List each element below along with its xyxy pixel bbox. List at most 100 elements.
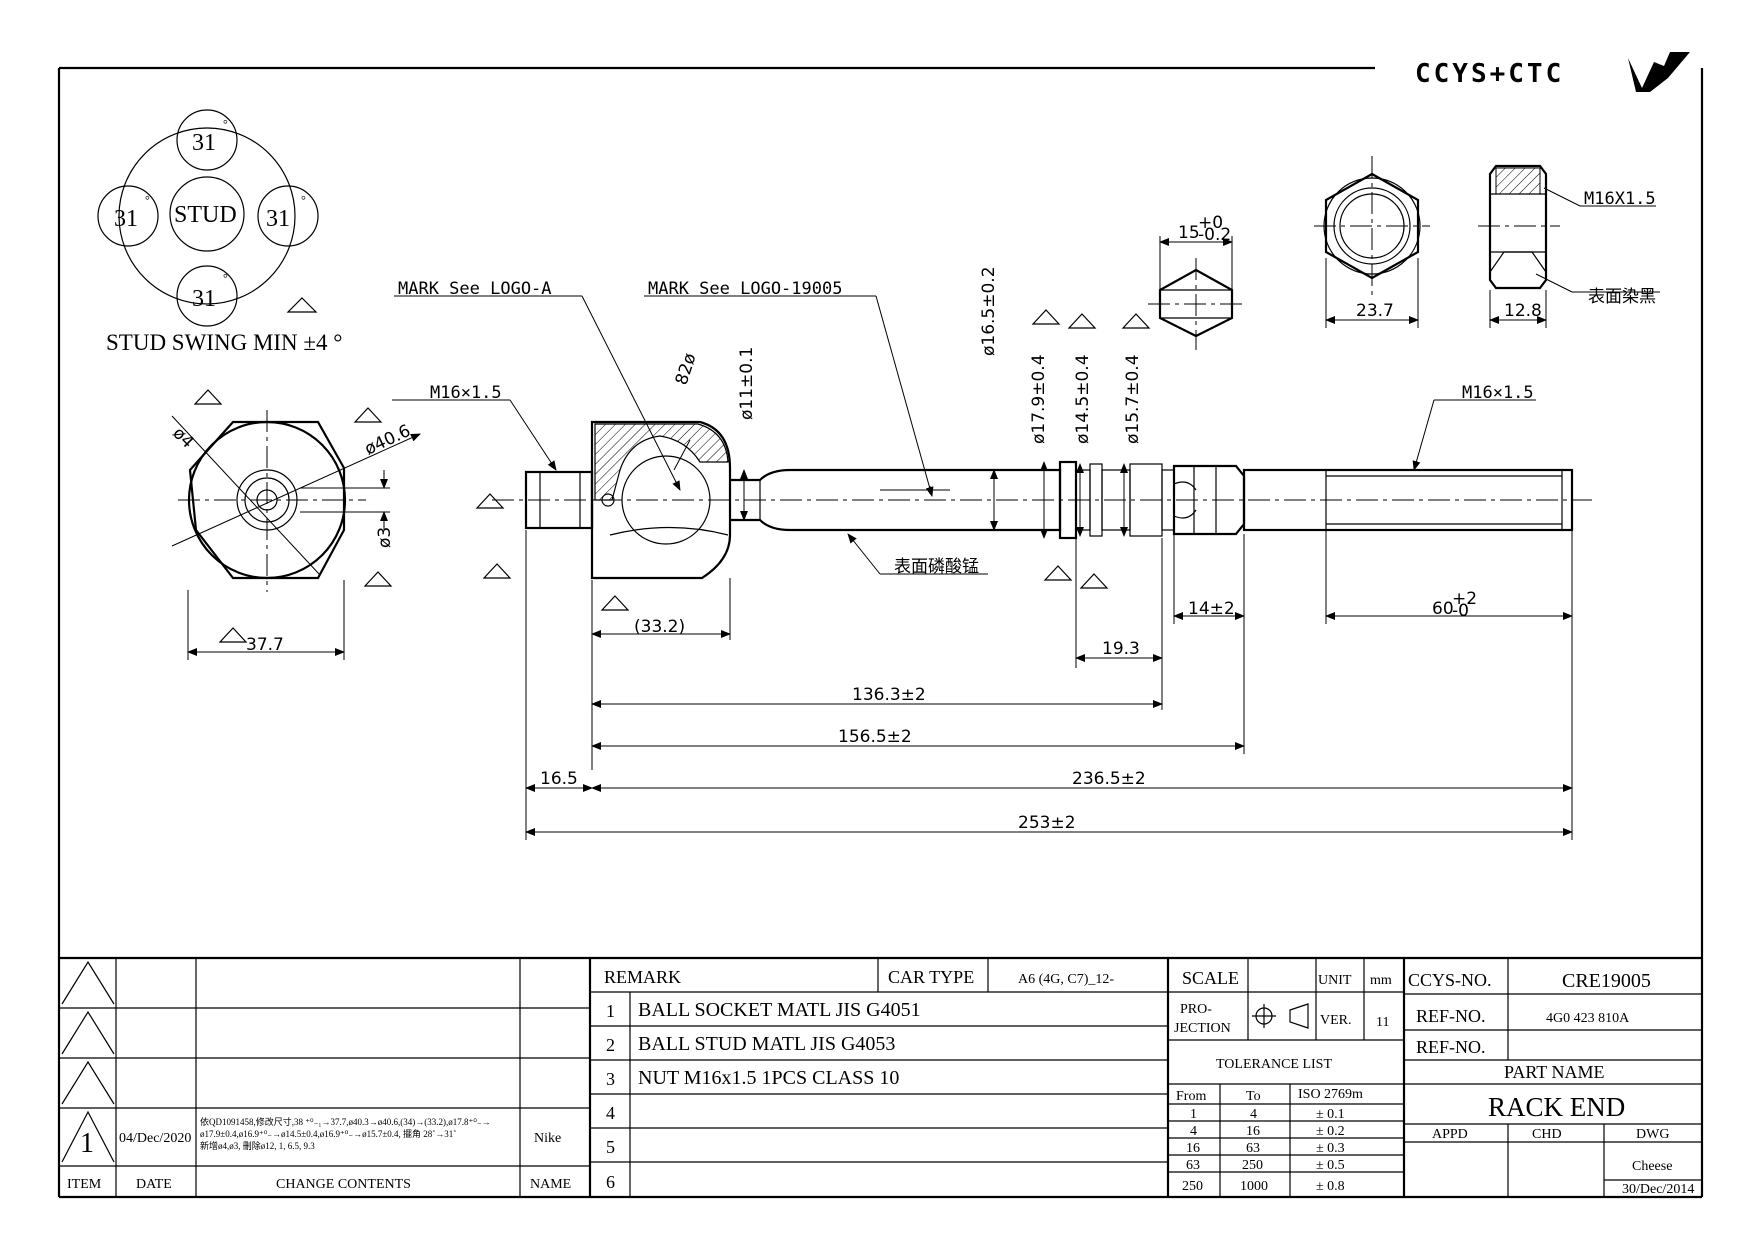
dim-l236-5: 236.5±2 (1072, 769, 1146, 789)
tol-cell: 63 (1246, 1141, 1260, 1156)
tol-cell: ± 0.3 (1316, 1141, 1345, 1156)
remark-row-text: NUT M16x1.5 1PCS CLASS 10 (638, 1067, 899, 1089)
hex-detail-view: 15 +0 -0.2 (1148, 213, 1244, 350)
tol-cell: 16 (1246, 1124, 1260, 1139)
remark-row: 6 (606, 1172, 615, 1192)
remark-row: 1 BALL SOCKET MATL JIS G4051 (606, 999, 921, 1021)
tol-cell: 4 (1250, 1107, 1257, 1122)
warning-triangle-icon (1067, 313, 1097, 329)
dwg-label: DWG (1636, 1127, 1669, 1142)
dim-d16-5: ø16.5±0.2 (979, 266, 999, 356)
dwg-date: 30/Dec/2014 (1622, 1182, 1694, 1197)
swing-angle-right: 31 (266, 206, 290, 232)
dim-l156-5: 156.5±2 (838, 727, 912, 747)
dim-width-37-7: 37.7 (246, 635, 284, 655)
thread-right-label: M16×1.5 (1462, 383, 1534, 403)
car-type-label: CAR TYPE (888, 967, 974, 987)
remark-row-text: BALL SOCKET MATL JIS G4051 (638, 999, 921, 1021)
part-info-block: CCYS-NO. CRE19005 REF-NO. 4G0 423 810A R… (1404, 958, 1702, 1197)
thread-left-label: M16×1.5 (430, 383, 502, 403)
brand-logo: CCYS+CTC (1415, 52, 1690, 92)
degree-mark: ° (223, 271, 228, 285)
dim-d3: ø3 (375, 527, 395, 548)
dim-l14: 14±2 (1188, 599, 1235, 619)
ver-value: 11 (1376, 1015, 1389, 1030)
dim-angle-15: 15 (1178, 223, 1200, 243)
warning-triangle-icon (600, 595, 630, 611)
tol-cell: 250 (1182, 1179, 1203, 1194)
ver-label: VER. (1320, 1013, 1352, 1028)
remark-label: REMARK (604, 967, 681, 987)
warning-triangle-icon (1043, 565, 1073, 581)
tol-cell: 16 (1186, 1141, 1200, 1156)
remark-row-num: 6 (606, 1172, 615, 1192)
remark-row: 3 NUT M16x1.5 1PCS CLASS 10 (606, 1067, 899, 1089)
rev-content-line: ø17.9±0.4,ø16.9⁺⁰₋→ø14.5±0.4,ø16.9⁺⁰₋→ø1… (200, 1128, 456, 1139)
stud-center-label: STUD (174, 202, 237, 228)
remark-row-text: BALL STUD MATL JIS G4053 (638, 1033, 895, 1055)
degree-mark: ° (223, 117, 228, 131)
stud-swing-caption: STUD SWING MIN ±4 ° (106, 330, 342, 355)
dim-nut-h: 12.8 (1504, 301, 1542, 321)
dim-l60-tol-dn: -0 (1452, 601, 1469, 621)
remark-row-num: 1 (606, 1001, 615, 1021)
surface-black-label: 表面染黑 (1588, 287, 1656, 307)
dim-l60: 60 (1432, 599, 1454, 619)
remark-row-num: 5 (606, 1137, 615, 1157)
dim-d11: ø11±0.1 (737, 347, 757, 420)
remark-row: 2 BALL STUD MATL JIS G4053 (606, 1033, 895, 1055)
title-block: 1 04/Dec/2020 依QD1091458,修改尺寸,38 ⁺⁰₋₁→37… (59, 956, 1702, 1197)
mark-logo-a-label: MARK See LOGO-A (398, 279, 552, 299)
unit-value: mm (1370, 973, 1392, 988)
nut-thread-label: M16X1.5 (1584, 189, 1656, 209)
dim-angle-tol-up: +0 (1198, 213, 1223, 233)
tolerance-list-label: TOLERANCE LIST (1216, 1057, 1332, 1072)
drawer-name: Cheese (1632, 1159, 1672, 1174)
projection-symbol-icon (1252, 1003, 1309, 1029)
dim-d15-7: ø15.7±0.4 (1123, 354, 1143, 444)
tol-to-header: To (1246, 1089, 1261, 1104)
part-name-value: RACK END (1488, 1092, 1625, 1122)
surface-phosphate-label: 表面磷酸锰 (894, 557, 979, 577)
warning-triangle-icon (353, 407, 383, 423)
tol-cell: ± 0.5 (1316, 1158, 1345, 1173)
swing-angle-top: 31 (192, 130, 216, 156)
degree-mark: ° (301, 193, 306, 207)
mark-logo-19005-label: MARK See LOGO-19005 (648, 279, 842, 299)
projection-label-2: JECTION (1174, 1021, 1231, 1036)
dim-angle-tol-dn: -0.2 (1198, 225, 1231, 245)
stud-swing-diagram: 31 ° 31 ° 31 ° 31 ° STUD STUD SWING MIN … (97, 109, 342, 355)
degree-mark: ° (145, 193, 150, 207)
dim-l60-tol-up: +2 (1452, 589, 1477, 609)
warning-triangle-icon (1079, 573, 1109, 589)
dim-l16-5: 16.5 (540, 769, 578, 789)
tol-cell: ± 0.2 (1316, 1124, 1345, 1139)
appd-label: APPD (1432, 1127, 1468, 1142)
col-item-header: ITEM (67, 1177, 102, 1192)
col-contents-header: CHANGE CONTENTS (276, 1177, 411, 1192)
dim-l33-2: (33.2) (634, 617, 685, 637)
remark-row: 5 (606, 1137, 615, 1157)
rev-date: 04/Dec/2020 (119, 1131, 191, 1146)
warning-triangle-icon (475, 493, 505, 509)
dim-l136-3: 136.3±2 (852, 685, 926, 705)
swing-angle-left: 31 (114, 206, 138, 232)
tol-cell: 1 (1190, 1107, 1197, 1122)
nut-side-view: 12.8 M16X1.5 表面染黑 (1478, 164, 1660, 328)
col-date-header: DATE (136, 1177, 172, 1192)
ccys-no-value: CRE19005 (1562, 970, 1651, 992)
rev-content-line: 新增ø4,ø3, 刪除ø12, 1, 6.5, 9.3 (200, 1140, 315, 1151)
ref-no-label: REF-NO. (1416, 1006, 1486, 1026)
dim-d82: 82ø (672, 351, 701, 388)
ccys-no-label: CCYS-NO. (1408, 970, 1492, 990)
warning-triangle-icon (1121, 313, 1151, 329)
tol-cell: 63 (1186, 1158, 1200, 1173)
tol-cell: 250 (1242, 1158, 1263, 1173)
part-name-label: PART NAME (1504, 1062, 1604, 1082)
nut-front-view: 23.7 (1314, 156, 1430, 328)
brand-emblem-icon (1628, 52, 1690, 92)
tol-cell: ± 0.8 (1316, 1179, 1345, 1194)
dim-nut-flat: 23.7 (1356, 301, 1394, 321)
projection-label-1: PRO- (1180, 1002, 1212, 1017)
dim-d40-6: ø40.6 (362, 421, 414, 460)
